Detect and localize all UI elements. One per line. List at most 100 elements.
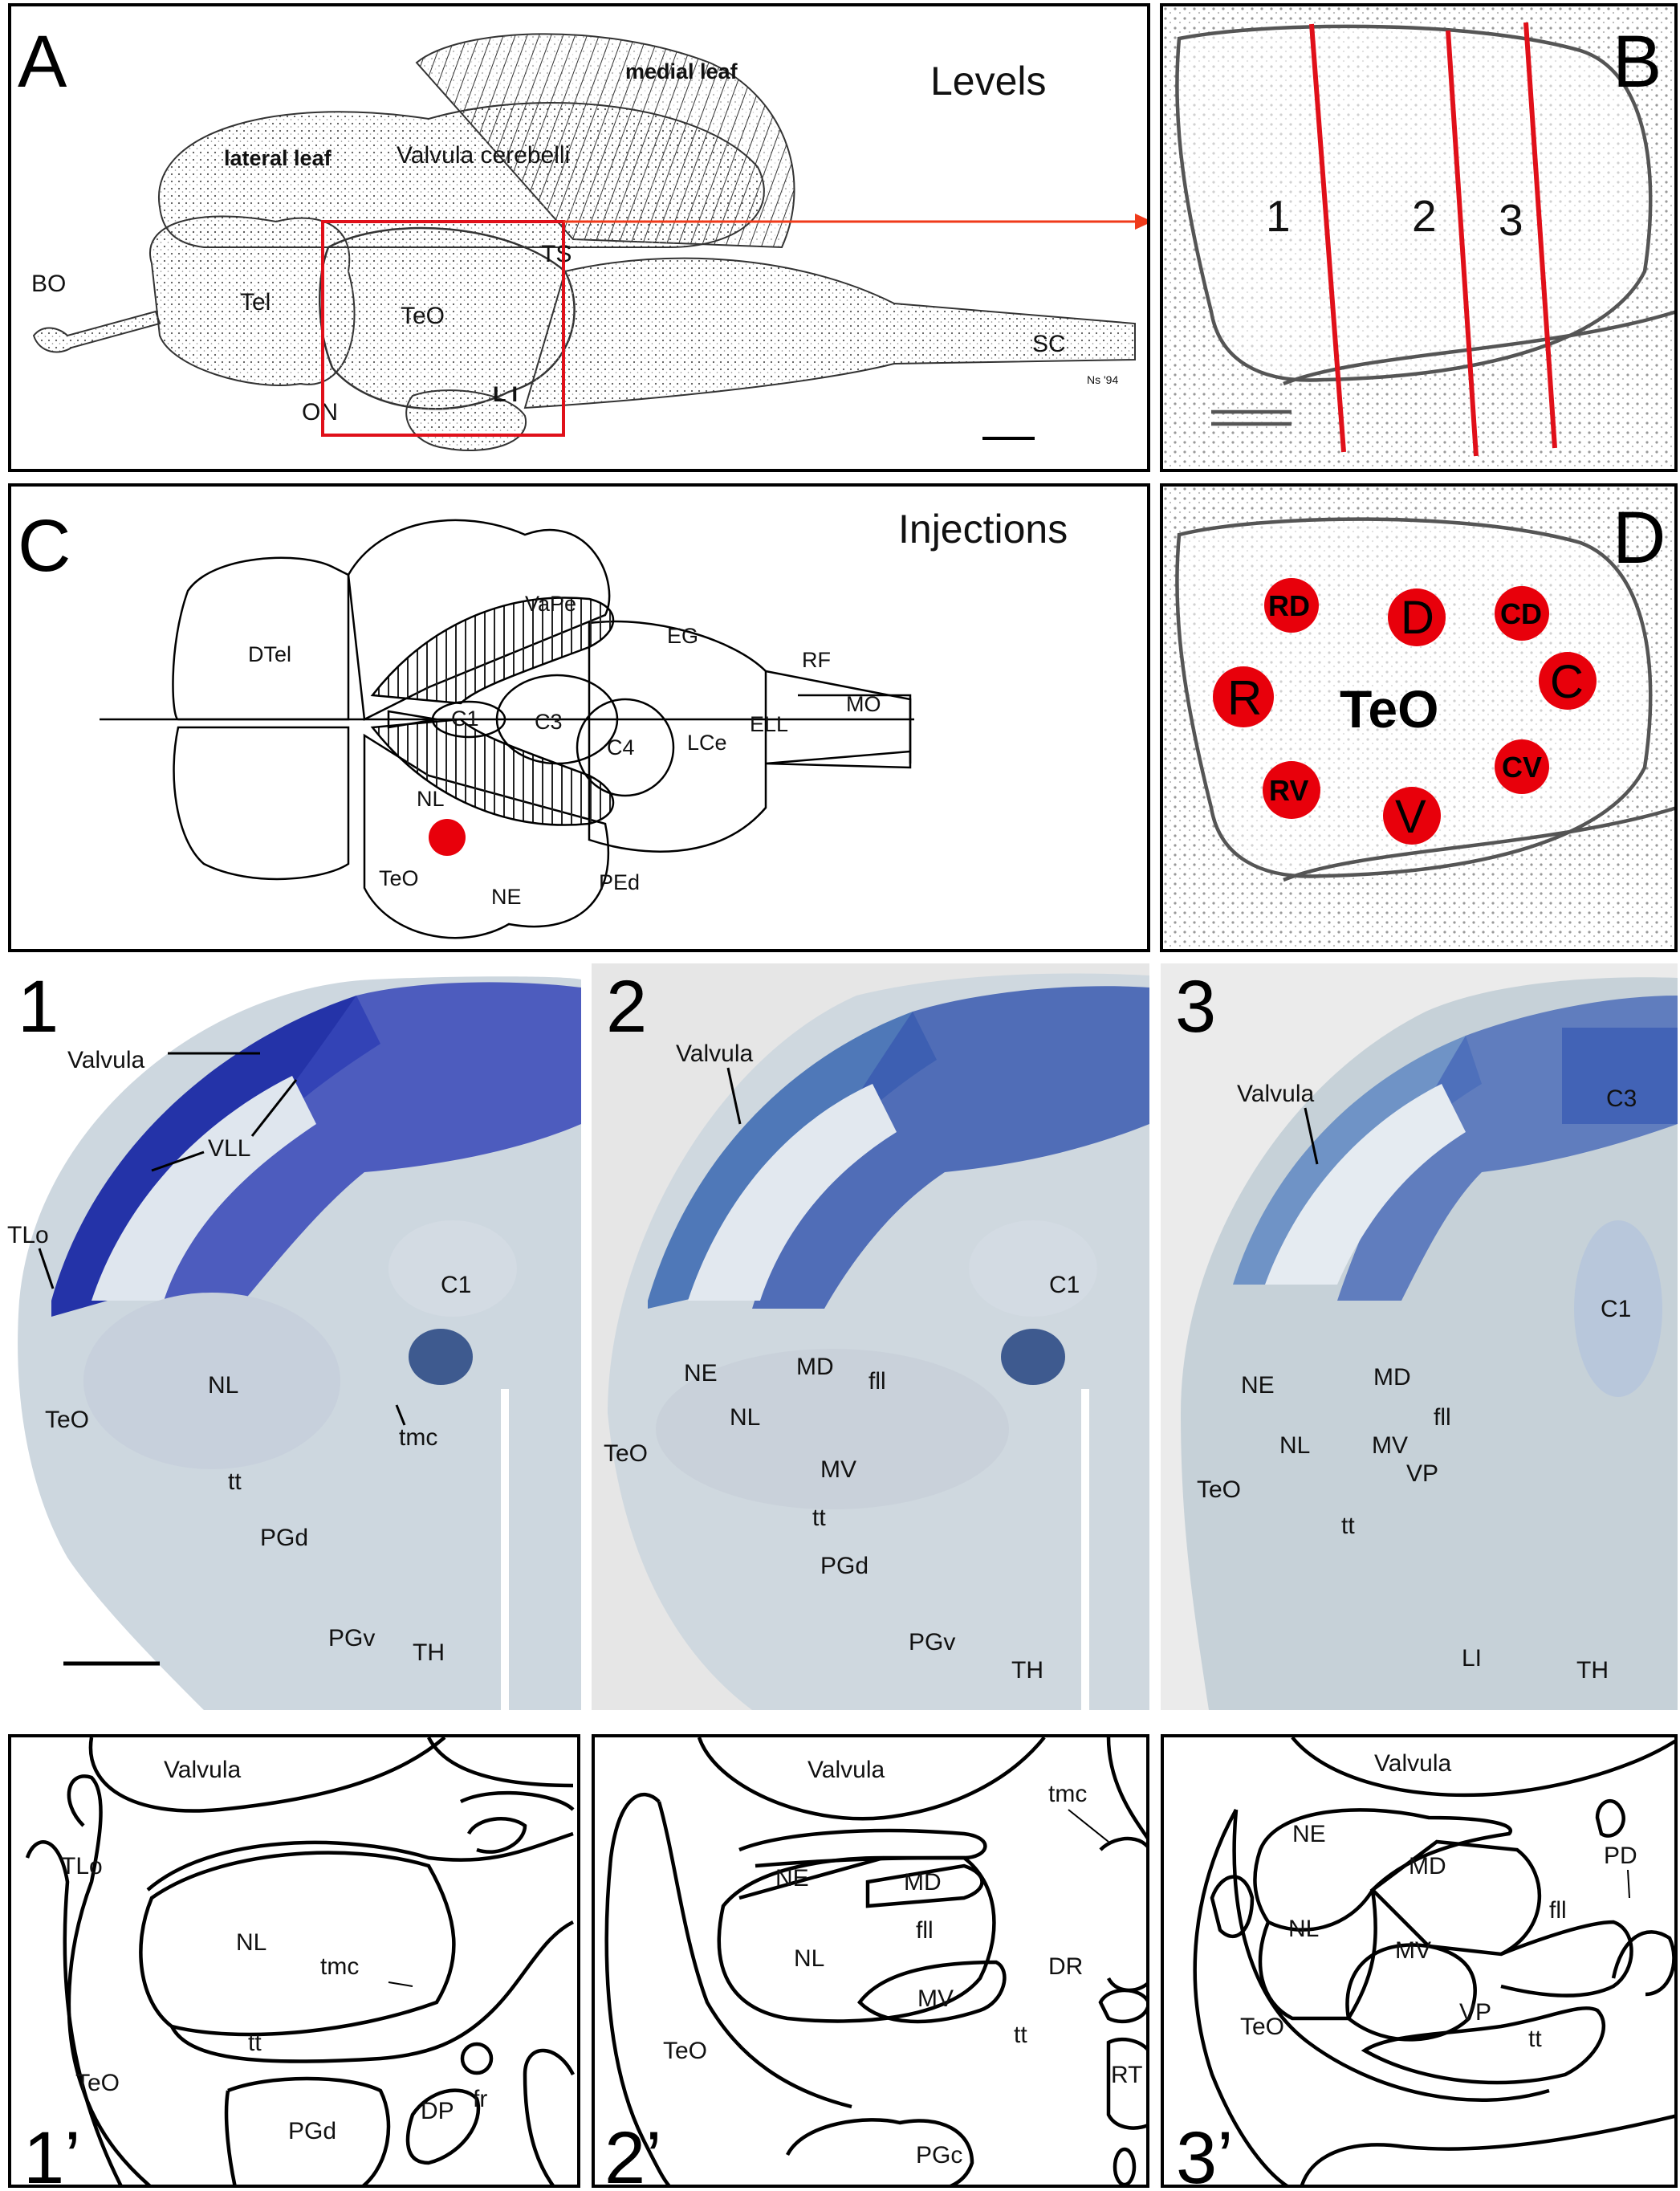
p3-label-nl: NL <box>1279 1432 1310 1459</box>
drawing-1p: 1’ Valvula TLo NL tmc tt TeO PGd DP fr <box>8 1734 580 2188</box>
panel-c-letter: C <box>18 505 71 587</box>
label-c1: C1 <box>451 707 479 731</box>
section-photo-3: 3 Valvula C3 C1 NE MD fll NL MV VP TeO t… <box>1161 963 1678 1710</box>
panel-a: A Levels medial leaf lateral leaf Valvul… <box>8 3 1150 472</box>
d1-label-tlo: TLo <box>61 1853 103 1879</box>
p2-label-pgv: PGv <box>909 1629 955 1655</box>
site-label-c: C <box>1550 656 1584 708</box>
label-nl: NL <box>417 787 445 811</box>
site-cd <box>1495 586 1549 641</box>
p2-label-tt: tt <box>812 1505 826 1531</box>
level-label-3: 3 <box>1499 195 1523 245</box>
panel-d: D TeO RD D CD R C RV V CV <box>1160 483 1678 952</box>
level-box <box>321 220 565 437</box>
p1-label-teo: TeO <box>45 1407 89 1433</box>
label-rf: RF <box>802 648 831 672</box>
level-line-2 <box>1446 30 1479 457</box>
site-label-d: D <box>1401 592 1434 644</box>
section-3-number: 3 <box>1175 966 1216 1048</box>
d2-label-pgc: PGc <box>916 2142 962 2169</box>
label-teo: TeO <box>401 303 445 329</box>
brain-dorsal-drawing <box>100 519 914 939</box>
section-photo-1: 1 Valvula VLL TLo C1 NL TeO tmc tt PGd P… <box>3 963 581 1710</box>
site-label-r: R <box>1227 671 1262 725</box>
p1-label-tlo: TLo <box>7 1222 49 1248</box>
injection-sites <box>1213 578 1597 845</box>
site-d <box>1388 588 1446 646</box>
d2-label-md: MD <box>904 1869 942 1896</box>
site-label-cd: CD <box>1500 597 1542 630</box>
p3-label-li: LI <box>1462 1645 1482 1672</box>
p2-label-th: TH <box>1011 1657 1043 1684</box>
label-tel: Tel <box>240 289 271 316</box>
d3-label-md: MD <box>1409 1853 1446 1879</box>
d3-label-nl: NL <box>1288 1916 1319 1942</box>
d2-label-fll: fll <box>916 1917 934 1944</box>
drawing-2p-number: 2’ <box>604 2117 662 2188</box>
site-r <box>1213 666 1274 727</box>
site-label-cv: CV <box>1502 751 1542 784</box>
arrow-head <box>1135 214 1147 230</box>
p3-label-md: MD <box>1373 1364 1411 1391</box>
artist-signature: Ns '94 <box>1087 373 1118 386</box>
p1-label-valvula: Valvula <box>67 1047 144 1073</box>
label-lce: LCe <box>687 731 727 755</box>
d2-label-tt: tt <box>1014 2022 1027 2048</box>
p3-label-valvula: Valvula <box>1237 1081 1314 1107</box>
injection-site-c <box>429 819 466 856</box>
d1-label-tt: tt <box>248 2030 262 2056</box>
panel-a-letter: A <box>18 21 67 103</box>
panel-d-letter: D <box>1613 497 1666 579</box>
p1-label-nl: NL <box>208 1372 238 1399</box>
p3-label-c1: C1 <box>1601 1296 1631 1322</box>
label-bo: BO <box>31 271 66 297</box>
d2-label-teo: TeO <box>663 2038 707 2064</box>
d3-label-fll: fll <box>1549 1897 1567 1924</box>
d2-label-nl: NL <box>794 1945 824 1972</box>
level-line-3 <box>1523 22 1557 449</box>
p3-label-tt: tt <box>1341 1513 1355 1539</box>
d1-label-nl: NL <box>236 1929 266 1956</box>
site-cv <box>1495 739 1549 794</box>
label-c3: C3 <box>535 710 563 734</box>
label-ell: ELL <box>750 712 788 736</box>
drawing-3p-number: 3’ <box>1176 2117 1234 2188</box>
p2-label-ne: NE <box>684 1360 718 1387</box>
drawing-1p-number: 1’ <box>23 2117 81 2188</box>
label-on: ON <box>302 399 338 426</box>
section-2-number: 2 <box>606 966 647 1048</box>
p2-label-fll: fll <box>868 1368 886 1395</box>
section-1-number: 1 <box>18 966 59 1048</box>
label-li: L I <box>493 382 518 406</box>
p1-label-pgd: PGd <box>260 1525 308 1551</box>
d2-label-mv: MV <box>917 1985 954 2012</box>
d3-label-valvula: Valvula <box>1374 1750 1451 1777</box>
site-label-rd: RD <box>1268 589 1310 622</box>
panel-b-letter: B <box>1613 21 1662 103</box>
site-label-rv: RV <box>1269 774 1308 807</box>
label-c4: C4 <box>607 735 635 760</box>
level-label-2: 2 <box>1412 191 1437 241</box>
d1-label-fr: fr <box>473 2086 487 2112</box>
label-dtel: DTel <box>248 642 291 666</box>
label-ped: PEd <box>599 870 640 894</box>
d2-label-rt: RT <box>1111 2062 1142 2088</box>
d3-label-mv: MV <box>1395 1937 1431 1964</box>
panel-a-title: Levels <box>930 59 1047 104</box>
p1-label-tt: tt <box>228 1468 242 1495</box>
d3-label-teo: TeO <box>1240 2014 1284 2040</box>
d3-label-tt: tt <box>1528 2026 1542 2052</box>
p2-label-valvula: Valvula <box>676 1041 753 1067</box>
label-lateral-leaf: lateral leaf <box>224 146 332 170</box>
p3-label-mv: MV <box>1372 1432 1408 1459</box>
label-valvula-cerebelli: Valvula cerebelli <box>397 142 570 169</box>
label-vape: VaPe <box>525 592 576 616</box>
p2-label-pgd: PGd <box>820 1553 868 1579</box>
p1-label-pgv: PGv <box>328 1625 375 1651</box>
label-medial-leaf: medial leaf <box>625 59 738 83</box>
site-label-v: V <box>1395 791 1426 843</box>
d3-label-vp: VP <box>1459 1999 1491 2026</box>
d2-label-ne: NE <box>775 1865 809 1892</box>
p1-label-th: TH <box>413 1639 445 1666</box>
label-ne: NE <box>491 885 522 909</box>
